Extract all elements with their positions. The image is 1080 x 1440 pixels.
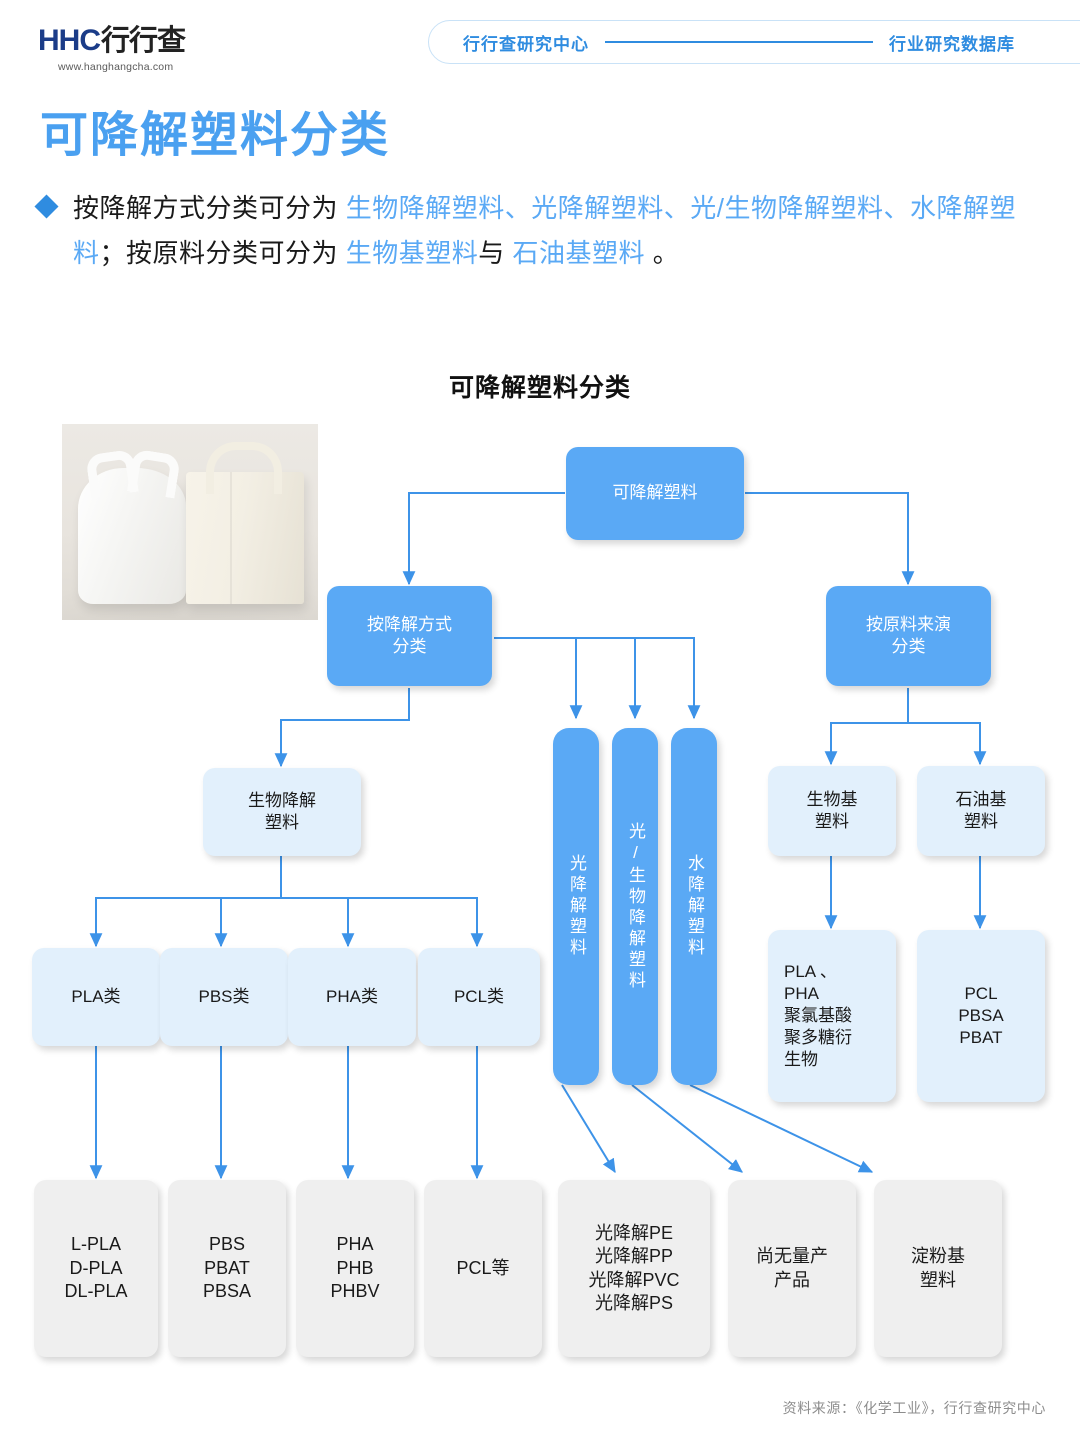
node-pla-class[interactable]: PLA类 [32,948,160,1046]
chart-title: 可降解塑料分类 [448,374,631,402]
bullet-seg-2: 、 [504,193,532,223]
pill-divider-line [605,40,873,44]
bullet-seg-12: 。 [645,237,680,268]
node-bio-based-materials-list[interactable]: PLA 、 PHA 聚氯基酸 聚多糖衍 生物 [768,930,896,1102]
canvas-bag-shape [186,442,304,604]
page-title: 可降解塑料分类 [40,109,391,162]
source-note: 资料来源：《化学工业》，行行查研究中心 [782,1400,1046,1416]
bullet-seg-7: 水降解塑料 [73,193,1017,268]
node-petroleum-based-materials-list[interactable]: PCL PBSA PBAT [917,930,1045,1102]
node-bio-based-plastic[interactable]: 生物基 塑料 [768,766,896,856]
bullet-seg-0: 按降解方式分类可分为 [73,193,346,223]
node-water-degradable-plastic[interactable]: 水降解塑料 [671,728,717,1085]
node-pbs-class[interactable]: PBS类 [160,948,288,1046]
bullet-seg-3: 光降解塑料 [531,193,664,223]
bullet-seg-11: 石油基塑料 [512,237,646,268]
diamond-bullet-icon [34,194,59,219]
plastic-bags-photo [62,424,318,620]
logo-mark-text: HHC [38,24,101,57]
node-pha-class[interactable]: PHA类 [288,948,416,1046]
leaf-photodegradable-products[interactable]: 光降解PE 光降解PP 光降解PVC 光降解PS [558,1180,710,1357]
summary-text: 按降解方式分类可分为 生物降解塑料、光降解塑料、光/生物降解塑料、水降解塑料；按… [73,186,1048,275]
pill-left-label: 行行查研究中心 [463,34,589,54]
node-photo-bio-degradable-plastic[interactable]: 光/生物降解塑料 [612,728,658,1085]
leaf-pcl-products[interactable]: PCL等 [424,1180,542,1357]
leaf-pla-products[interactable]: L-PLA D-PLA DL-PLA [34,1180,158,1357]
logo-name-text: 行行查 [101,25,186,57]
logo-wordmark: HHC 行行查 [38,26,228,56]
header-pill: 行行查研究中心 行业研究数据库 [428,20,1080,64]
node-petroleum-based-plastic[interactable]: 石油基 塑料 [917,766,1045,856]
logo-url-text: www.hanghangcha.com [58,61,174,73]
node-biodegradable-plastic[interactable]: 生物降解 塑料 [203,768,361,856]
node-by-source[interactable]: 按原料来演 分类 [826,586,991,686]
bullet-seg-1: 生物降解塑料 [345,193,505,223]
bullet-seg-9: 生物基塑料 [345,237,479,268]
node-pcl-class[interactable]: PCL类 [418,948,540,1046]
leaf-starch-based-plastic[interactable]: 淀粉基 塑料 [874,1180,1002,1357]
brand-logo: HHC 行行查 www.hanghangcha.com [38,26,228,74]
pill-right-label: 行业研究数据库 [889,34,1015,54]
plastic-bag-shape [78,468,186,604]
leaf-no-mass-production[interactable]: 尚无量产 产品 [728,1180,856,1357]
bullet-seg-10: 与 [478,237,513,268]
leaf-pha-products[interactable]: PHA PHB PHBV [296,1180,414,1357]
bullet-seg-8: ；按原料分类可分为 [99,237,346,268]
bullet-seg-4: 、 [663,193,691,223]
leaf-pbs-products[interactable]: PBS PBAT PBSA [168,1180,286,1357]
bullet-seg-6: 、 [883,193,911,223]
node-by-method[interactable]: 按降解方式 分类 [327,586,492,686]
bullet-seg-5: 光/生物降解塑料 [690,193,884,223]
node-photodegradable-plastic[interactable]: 光降解塑料 [553,728,599,1085]
node-root[interactable]: 可降解塑料 [566,447,744,540]
summary-bullet: 按降解方式分类可分为 生物降解塑料、光降解塑料、光/生物降解塑料、水降解塑料；按… [34,186,1048,275]
